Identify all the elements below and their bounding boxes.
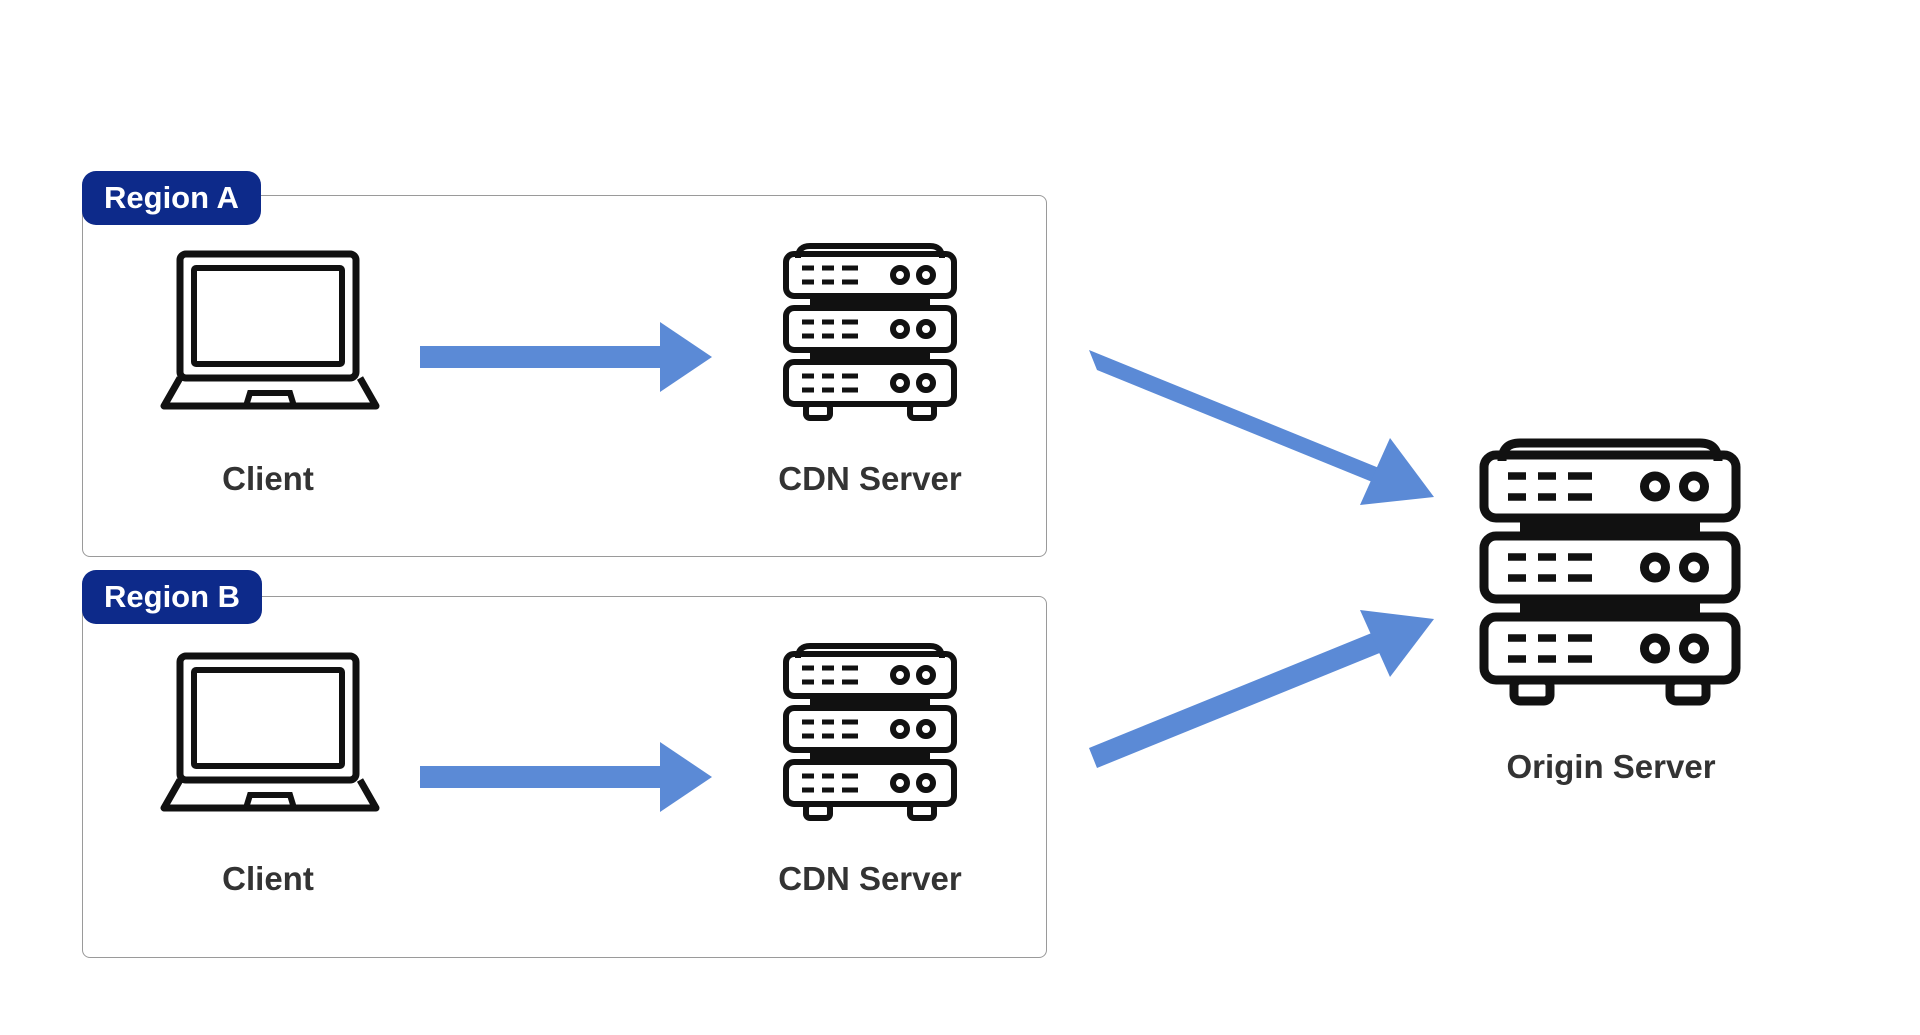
arrow-region-b-cdn-to-origin — [1089, 610, 1434, 768]
laptop-icon — [160, 250, 380, 410]
server-rack-icon — [783, 643, 957, 821]
arrow-region-a-cdn-to-origin — [1089, 350, 1434, 505]
region-a-cdn-label: CDN Server — [778, 460, 962, 497]
laptop-icon — [160, 652, 380, 812]
region-a-badge: Region A — [82, 171, 261, 225]
region-b-badge: Region B — [82, 570, 263, 624]
region-b-cdn-label: CDN Server — [778, 860, 962, 897]
region-b-client-label: Client — [222, 860, 314, 897]
origin-server-label: Origin Server — [1506, 748, 1716, 785]
server-rack-icon — [783, 243, 957, 421]
server-rack-icon — [1479, 438, 1741, 706]
region-a-client-label: Client — [222, 460, 314, 497]
